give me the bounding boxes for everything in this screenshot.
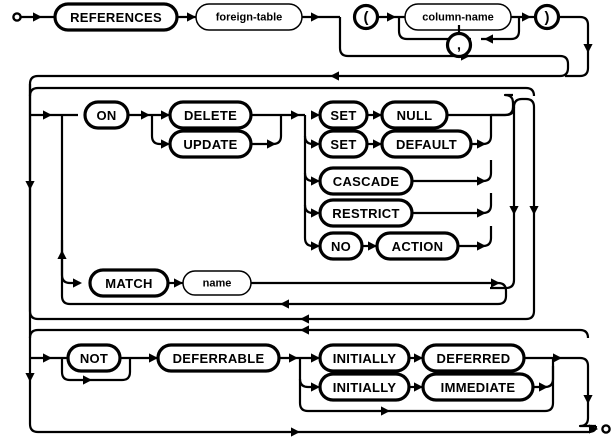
node-initially-immediate-label: INITIALLY [333,380,397,395]
rail-paren-bypass [338,17,560,58]
arrow-ref-ftable [187,12,196,22]
node-set-null-set-label: SET [330,108,356,123]
rail-initially-imm-branch [298,378,316,389]
arrow-name-out [491,278,500,288]
arrow-update-out [267,139,276,149]
node-comma-label: , [457,37,461,54]
arrow-restrict-out [477,208,486,218]
node-deferrable-label: DEFERRABLE [173,351,265,366]
rail-update-out [251,115,283,146]
arrow-ftable [311,12,320,22]
arrow-group2-outer-down [529,206,539,215]
rail-initially-bypass [298,358,400,413]
rail-default-out [471,122,493,146]
arrow-action-out [477,241,486,251]
node-name-label: name [203,278,232,290]
node-no-label: NO [331,239,351,254]
arrow-enter-row4 [43,353,52,363]
rail-comma-right [481,17,521,41]
node-lparen-label: ( [364,9,369,26]
rail-action-out [458,226,493,248]
node-on-label: ON [96,108,116,123]
arrow-return-row2 [330,71,339,81]
rail-group3-top-arc [28,328,590,339]
rail-action-collector2 [491,97,526,117]
node-restrict-label: RESTRICT [332,206,399,221]
rail-delete-update-split [150,115,168,146]
rail-not-bypass [60,358,132,382]
node-deferred-label: DEFERRED [437,351,511,366]
rail-group3-collector [568,356,596,428]
arrow-enter-row2 [43,110,52,120]
node-immediate-label: IMMEDIATE [441,380,516,395]
rail-initially-bypass-join [400,366,555,413]
arrow-comma-loop [484,34,493,44]
node-references-label: REFERENCES [70,10,162,25]
node-null-label: NULL [397,108,433,123]
arrow-cascade-out [477,176,486,186]
node-foreign-table-label: foreign-table [216,12,283,24]
node-column-name-label: column-name [422,12,494,24]
arrow-bottom-bypass [291,427,300,437]
arrow-on-group-down [509,206,519,215]
arrow-group3-top [300,325,309,335]
rail-name-out [251,281,508,292]
rail-group2-outer-loop [28,96,536,321]
rail-return-to-row2 [28,54,570,96]
arrow-rparen-down [583,44,593,53]
rail-rparen-down [558,15,590,60]
node-match-label: MATCH [105,276,152,291]
arrow-start [33,12,42,22]
rail-bottom-bypass [28,423,598,434]
rail-group2-top-arc [28,86,536,97]
arrow-default-out [477,139,486,149]
arrow-on [141,110,150,120]
node-default-label: DEFAULT [396,137,457,152]
arrow-deferred-out [553,353,562,363]
node-action-label: ACTION [392,239,444,254]
node-set-default-set-label: SET [330,137,356,152]
arrow-group3-down [583,395,593,404]
arrow-enter-match [73,278,82,288]
rail-comma-left [397,17,471,41]
arrow-group2-outer-left [300,314,309,324]
arrow-spine-low [25,373,35,382]
node-initially-deferred-label: INITIALLY [333,351,397,366]
rail-on-branch-return-v [490,107,516,290]
rail-immediate-out [533,366,555,389]
arrow-match [174,278,183,288]
node-delete-label: DELETE [184,108,237,123]
arrow-to-action-split [291,110,300,120]
arrow-not-bypass [83,375,92,385]
arrow-group2-loopback [280,299,289,309]
rail-rparen-join [565,60,590,78]
arrow-deferrable-out [289,353,298,363]
node-not-label: NOT [80,351,108,366]
node-update-label: UPDATE [183,137,237,152]
start-marker [12,12,22,22]
node-rparen-label: ) [545,9,550,26]
node-cascade-label: CASCADE [333,174,399,189]
arrow-initially-bypass [381,406,390,416]
arrow-immediate-out [539,382,548,392]
arrow-col-rparen [522,12,531,22]
arrow-lparen [387,12,396,22]
arrow-group2-up [57,250,67,259]
end-marker [601,424,611,434]
rail-action-collector [489,93,515,122]
